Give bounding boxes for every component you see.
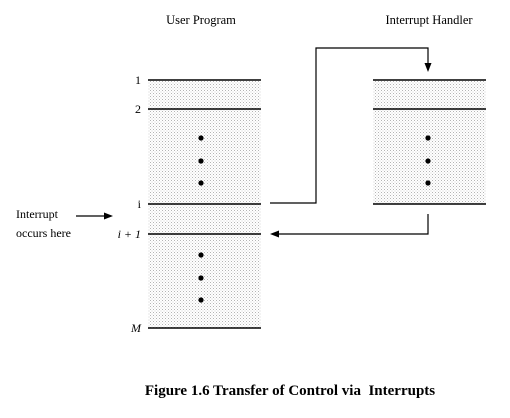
transfer-to-handler-arrow — [270, 47, 432, 204]
interrupt-note-line-1: Interrupt — [16, 207, 59, 221]
interrupt-handler-box — [373, 80, 486, 204]
interrupt-note-line-2: occurs here — [16, 226, 71, 240]
user-program-upper-ellipsis — [198, 135, 204, 186]
row-label-m: M — [130, 321, 142, 335]
row-label-2: 2 — [135, 102, 141, 116]
user-program-lower-ellipsis — [198, 252, 204, 303]
user-program-title: User Program — [166, 13, 236, 27]
row-label-i-plus-1: i + 1 — [118, 227, 141, 241]
handler-ellipsis — [425, 135, 431, 186]
row-label-i: i — [138, 197, 142, 211]
figure-caption: Figure 1.6 Transfer of Control via Inter… — [145, 383, 435, 399]
return-arrow — [270, 214, 429, 238]
interrupt-note-arrow — [76, 212, 113, 220]
interrupt-handler-title: Interrupt Handler — [385, 13, 473, 27]
row-label-1: 1 — [135, 73, 141, 87]
